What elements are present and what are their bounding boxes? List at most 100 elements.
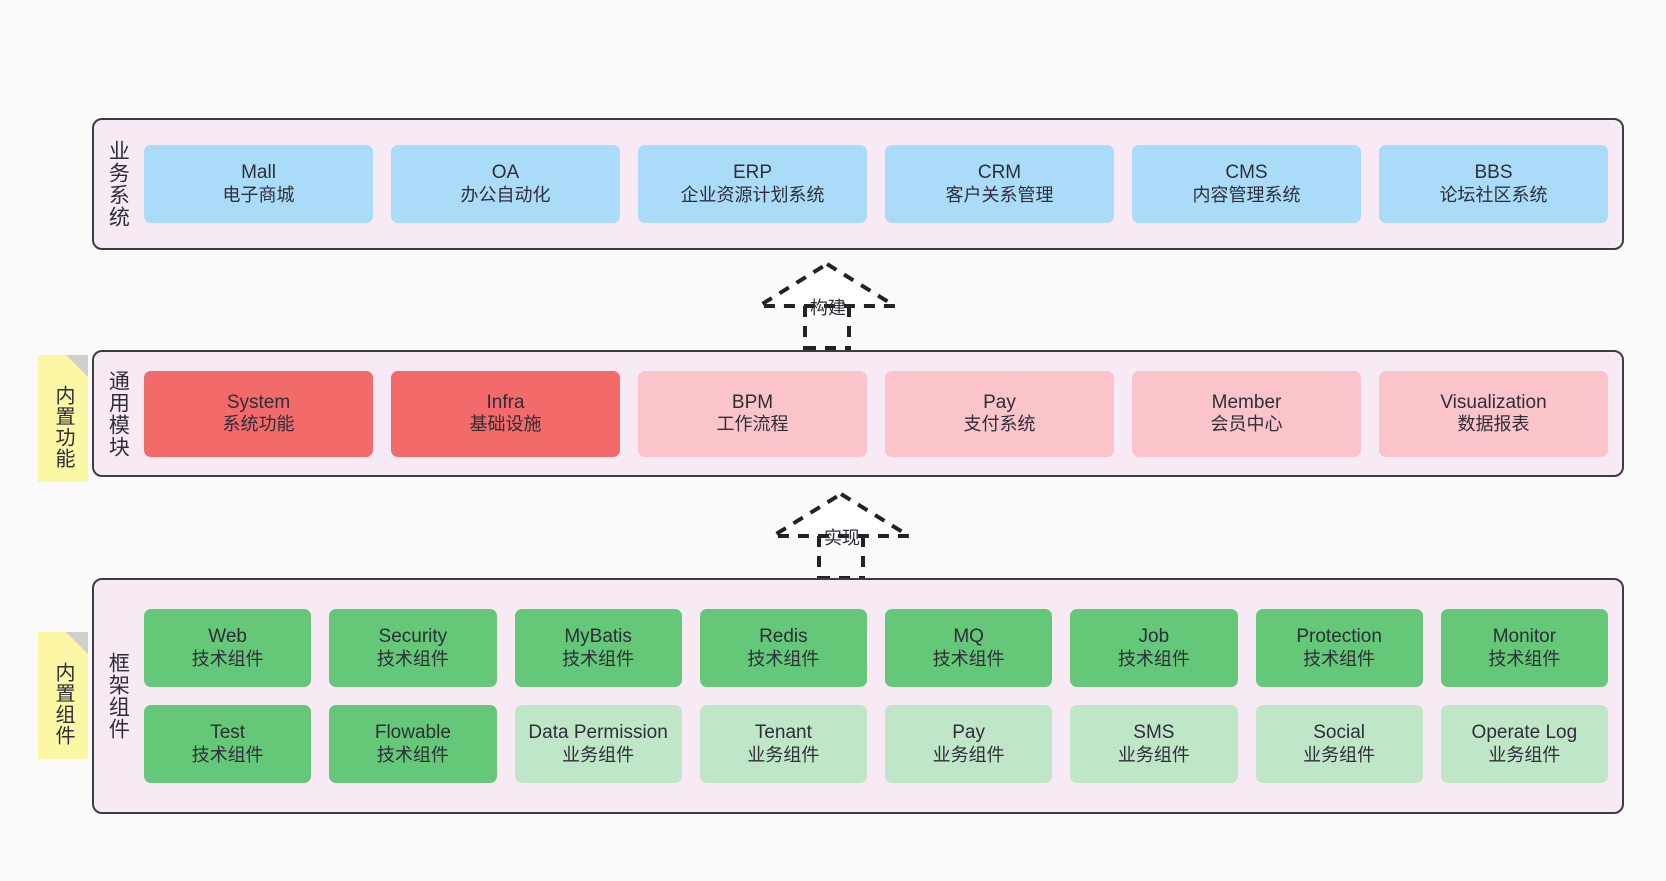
node-redis[interactable]: Redis 技术组件 xyxy=(699,609,867,687)
node-oa[interactable]: OA 办公自动化 xyxy=(391,145,620,223)
node-subtitle: 企业资源计划系统 xyxy=(680,184,825,205)
node-title: CRM xyxy=(977,162,1022,184)
node-subtitle: 基础设施 xyxy=(469,414,542,435)
node-title: BPM xyxy=(731,391,774,413)
node-subtitle: 客户关系管理 xyxy=(945,184,1054,205)
node-bpm[interactable]: BPM 工作流程 xyxy=(638,370,867,457)
node-subtitle: 技术组件 xyxy=(376,648,449,669)
node-subtitle: 技术组件 xyxy=(191,648,264,669)
node-cms[interactable]: CMS 内容管理系统 xyxy=(1132,145,1361,223)
connector-label: 构建 xyxy=(810,298,846,318)
node-protection[interactable]: Protection 技术组件 xyxy=(1255,609,1423,687)
node-title: BBS xyxy=(1474,162,1513,184)
node-subtitle: 业务组件 xyxy=(1488,744,1561,765)
note-label: 内置功能 xyxy=(52,384,74,469)
node-security[interactable]: Security 技术组件 xyxy=(329,609,497,687)
node-subtitle: 业务组件 xyxy=(1117,744,1190,765)
note-label: 内置组件 xyxy=(52,661,74,746)
node-title: Job xyxy=(1138,626,1170,648)
node-title: ERP xyxy=(732,162,773,184)
node-title: Data Permission xyxy=(528,722,668,744)
node-sms[interactable]: SMS 业务组件 xyxy=(1070,705,1238,783)
node-title: Infra xyxy=(486,391,525,413)
node-subtitle: 技术组件 xyxy=(376,744,449,765)
node-title: System xyxy=(226,391,291,413)
node-subtitle: 业务组件 xyxy=(747,744,820,765)
node-subtitle: 业务组件 xyxy=(562,744,635,765)
node-title: SMS xyxy=(1133,722,1175,744)
node-subtitle: 系统功能 xyxy=(222,414,295,435)
node-mall[interactable]: Mall 电子商城 xyxy=(144,145,373,223)
node-subtitle: 技术组件 xyxy=(1303,648,1376,669)
connector-build: 构建 xyxy=(751,258,912,350)
node-title: Pay xyxy=(952,722,985,744)
generalization-arrow-icon xyxy=(751,261,903,350)
node-monitor[interactable]: Monitor 技术组件 xyxy=(1440,609,1608,687)
node-subtitle: 技术组件 xyxy=(747,648,820,669)
node-subtitle: 内容管理系统 xyxy=(1192,184,1301,205)
node-subtitle: 论坛社区系统 xyxy=(1439,184,1548,205)
node-mybatis[interactable]: MyBatis 技术组件 xyxy=(514,609,682,687)
node-subtitle: 业务组件 xyxy=(1303,744,1376,765)
node-subtitle: 工作流程 xyxy=(716,414,789,435)
node-title: Web xyxy=(208,626,247,648)
node-tenant[interactable]: Tenant 业务组件 xyxy=(699,705,867,783)
node-title: Security xyxy=(378,626,448,648)
node-title: Flowable xyxy=(374,722,451,744)
node-test[interactable]: Test 技术组件 xyxy=(144,705,312,783)
node-operate-log[interactable]: Operate Log 业务组件 xyxy=(1440,705,1608,783)
layer-body-business-system: Mall 电子商城 OA 办公自动化 ERP 企业资源计划系统 CRM 客户关系… xyxy=(140,120,1622,248)
node-data-permission[interactable]: Data Permission 业务组件 xyxy=(514,705,682,783)
node-title: Redis xyxy=(759,626,808,648)
node-system[interactable]: System 系统功能 xyxy=(144,370,373,457)
node-visualization[interactable]: Visualization 数据报表 xyxy=(1379,370,1608,457)
node-subtitle: 办公自动化 xyxy=(460,184,551,205)
node-subtitle: 技术组件 xyxy=(1117,648,1190,669)
node-title: MyBatis xyxy=(564,626,632,648)
node-subtitle: 技术组件 xyxy=(562,648,635,669)
node-subtitle: 技术组件 xyxy=(932,648,1005,669)
connector-implement: 实现 xyxy=(765,488,926,580)
note-builtin-function: 内置功能 xyxy=(38,355,88,482)
node-title: Pay xyxy=(983,391,1016,413)
node-title: Visualization xyxy=(1440,391,1547,413)
layer-business-system: 业务系统 Mall 电子商城 OA 办公自动化 ERP 企业资源计划系统 CRM… xyxy=(92,118,1624,250)
node-pay-module[interactable]: Pay 支付系统 xyxy=(885,370,1114,457)
note-builtin-component: 内置组件 xyxy=(38,632,88,759)
node-pay-component[interactable]: Pay 业务组件 xyxy=(885,705,1053,783)
node-row: Web 技术组件 Security 技术组件 MyBatis 技术组件 Redi… xyxy=(144,609,1608,687)
node-title: Protection xyxy=(1296,626,1382,648)
node-subtitle: 电子商城 xyxy=(222,184,295,205)
node-subtitle: 数据报表 xyxy=(1457,414,1530,435)
node-title: Member xyxy=(1211,391,1282,413)
node-infra[interactable]: Infra 基础设施 xyxy=(391,370,620,457)
layer-framework-component: 框架组件 Web 技术组件 Security 技术组件 MyBatis 技术组件… xyxy=(92,578,1624,814)
node-bbs[interactable]: BBS 论坛社区系统 xyxy=(1379,145,1608,223)
node-title: OA xyxy=(491,162,520,184)
node-subtitle: 业务组件 xyxy=(932,744,1005,765)
node-title: Operate Log xyxy=(1471,722,1578,744)
node-social[interactable]: Social 业务组件 xyxy=(1255,705,1423,783)
node-mq[interactable]: MQ 技术组件 xyxy=(885,609,1053,687)
layer-title-framework-component: 框架组件 xyxy=(106,652,130,740)
node-crm[interactable]: CRM 客户关系管理 xyxy=(885,145,1114,223)
node-title: Tenant xyxy=(754,722,812,744)
node-title: Mall xyxy=(241,162,276,184)
node-subtitle: 会员中心 xyxy=(1210,414,1283,435)
node-subtitle: 技术组件 xyxy=(191,744,264,765)
layer-common-module: 通用模块 System 系统功能 Infra 基础设施 BPM 工作流程 Pay… xyxy=(92,350,1624,477)
node-row: System 系统功能 Infra 基础设施 BPM 工作流程 Pay 支付系统… xyxy=(144,370,1608,457)
node-title: CMS xyxy=(1225,162,1268,184)
node-job[interactable]: Job 技术组件 xyxy=(1070,609,1238,687)
node-subtitle: 技术组件 xyxy=(1488,648,1561,669)
layer-body-common-module: System 系统功能 Infra 基础设施 BPM 工作流程 Pay 支付系统… xyxy=(140,352,1622,475)
connector-label: 实现 xyxy=(824,528,860,548)
node-row: Test 技术组件 Flowable 技术组件 Data Permission … xyxy=(144,705,1608,783)
node-member[interactable]: Member 会员中心 xyxy=(1132,370,1361,457)
layer-title-common-module: 通用模块 xyxy=(106,369,130,458)
node-erp[interactable]: ERP 企业资源计划系统 xyxy=(638,145,867,223)
node-web[interactable]: Web 技术组件 xyxy=(144,609,312,687)
node-title: MQ xyxy=(953,626,984,648)
node-flowable[interactable]: Flowable 技术组件 xyxy=(329,705,497,783)
